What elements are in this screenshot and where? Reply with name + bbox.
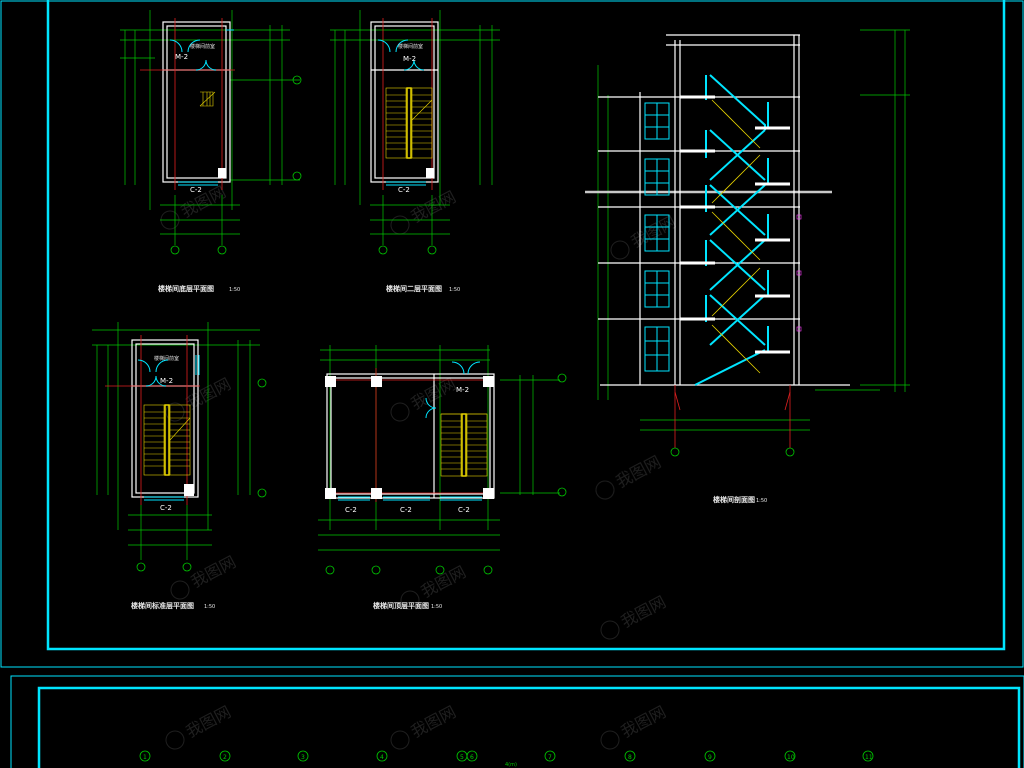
- plan-ground-floor-title: 楼梯间底层平面图: [158, 284, 214, 293]
- svg-text:我图网: 我图网: [618, 592, 669, 631]
- axis-bubble: 4: [376, 750, 388, 762]
- svg-text:8: 8: [628, 754, 632, 761]
- plan-second-floor-scale: 1:50: [449, 287, 460, 293]
- axis-bubble: 9: [704, 750, 716, 762]
- watermark-logo: 我图网: [600, 702, 669, 750]
- watermark-logo: 我图网: [600, 592, 669, 640]
- svg-text:C-2: C-2: [400, 506, 412, 514]
- svg-text:11: 11: [865, 754, 873, 761]
- axis-bubble: 1: [139, 750, 151, 762]
- axis-bubble: 11: [862, 750, 874, 762]
- svg-text:楼梯间前室: 楼梯间前室: [190, 43, 215, 50]
- plan-top-floor-scale: 1:50: [431, 604, 442, 610]
- watermark-logo: 我图网: [390, 374, 459, 422]
- svg-text:C-2: C-2: [345, 506, 357, 514]
- svg-text:1: 1: [143, 754, 147, 761]
- svg-text:5: 5: [460, 754, 464, 761]
- section-view: 楼梯间剖面图 1:50: [585, 29, 910, 504]
- axis-bubble: 8: [624, 750, 636, 762]
- svg-text:10: 10: [787, 754, 795, 761]
- plan-top-floor-title: 楼梯间顶层平面图: [373, 601, 429, 610]
- svg-text:C-2: C-2: [160, 504, 172, 512]
- svg-text:M-2: M-2: [175, 53, 188, 61]
- svg-text:6: 6: [470, 754, 474, 761]
- svg-text:我图网: 我图网: [408, 187, 459, 226]
- svg-text:M-2: M-2: [456, 386, 469, 394]
- bottom-axis-strip: 1 2 3 4 5 6 7 8: [139, 750, 874, 768]
- plan-ground-floor-scale: 1:50: [229, 287, 240, 293]
- axis-bubble: 10: [784, 750, 796, 762]
- plan-standard-floor: M-2 C-2 楼梯间前室 楼梯间标准层平面图 1:50: [92, 322, 267, 610]
- svg-text:M-2: M-2: [403, 55, 416, 63]
- svg-text:楼梯间前室: 楼梯间前室: [398, 43, 423, 50]
- svg-text:M-2: M-2: [160, 377, 173, 385]
- section-view-scale: 1:50: [756, 498, 767, 504]
- watermark-logo: 我图网: [390, 187, 459, 235]
- svg-text:楼梯间前室: 楼梯间前室: [154, 355, 179, 362]
- svg-text:C-2: C-2: [398, 186, 410, 194]
- svg-text:我图网: 我图网: [188, 552, 239, 591]
- svg-text:我图网: 我图网: [613, 452, 664, 491]
- section-view-title: 楼梯间剖面图: [713, 495, 755, 504]
- watermark-logo: 我图网: [390, 702, 459, 750]
- watermark-logo: 我图网: [595, 452, 664, 500]
- svg-text:3: 3: [301, 754, 305, 761]
- plan-top-floor: M-2 C-2 C-2 C-2 楼梯间顶层平面图 1:50: [318, 345, 567, 610]
- svg-text:我图网: 我图网: [628, 212, 679, 251]
- svg-text:2: 2: [223, 754, 227, 761]
- watermark-logo: 我图网: [610, 212, 679, 260]
- svg-text:C-2: C-2: [458, 506, 470, 514]
- svg-text:4: 4: [380, 754, 384, 761]
- svg-text:我图网: 我图网: [183, 702, 234, 741]
- watermark-logo: 我图网: [170, 552, 239, 600]
- bottom-center-text: 4(m): [505, 762, 517, 768]
- svg-text:我图网: 我图网: [178, 182, 229, 221]
- axis-bubble: 6: [466, 750, 478, 762]
- axis-bubble: 3: [297, 750, 309, 762]
- plan-standard-floor-title: 楼梯间标准层平面图: [131, 601, 194, 610]
- svg-text:C-2: C-2: [190, 186, 202, 194]
- watermark-logo: 我图网: [165, 702, 234, 750]
- svg-text:我图网: 我图网: [408, 702, 459, 741]
- plan-second-floor: M-2 C-2 楼梯间前室 楼梯间二层平面图 1:50: [330, 10, 500, 293]
- plan-second-floor-title: 楼梯间二层平面图: [386, 284, 442, 293]
- svg-text:我图网: 我图网: [618, 702, 669, 741]
- axis-bubble: 5: [456, 750, 468, 762]
- plan-ground-floor: M-2 C-2 楼梯间前室 楼梯间底层平面图 1:50: [120, 10, 302, 293]
- plan-standard-floor-scale: 1:50: [204, 604, 215, 610]
- axis-bubble: 2: [219, 750, 231, 762]
- svg-text:9: 9: [708, 754, 712, 761]
- svg-text:7: 7: [548, 754, 552, 761]
- axis-bubble: 7: [544, 750, 556, 762]
